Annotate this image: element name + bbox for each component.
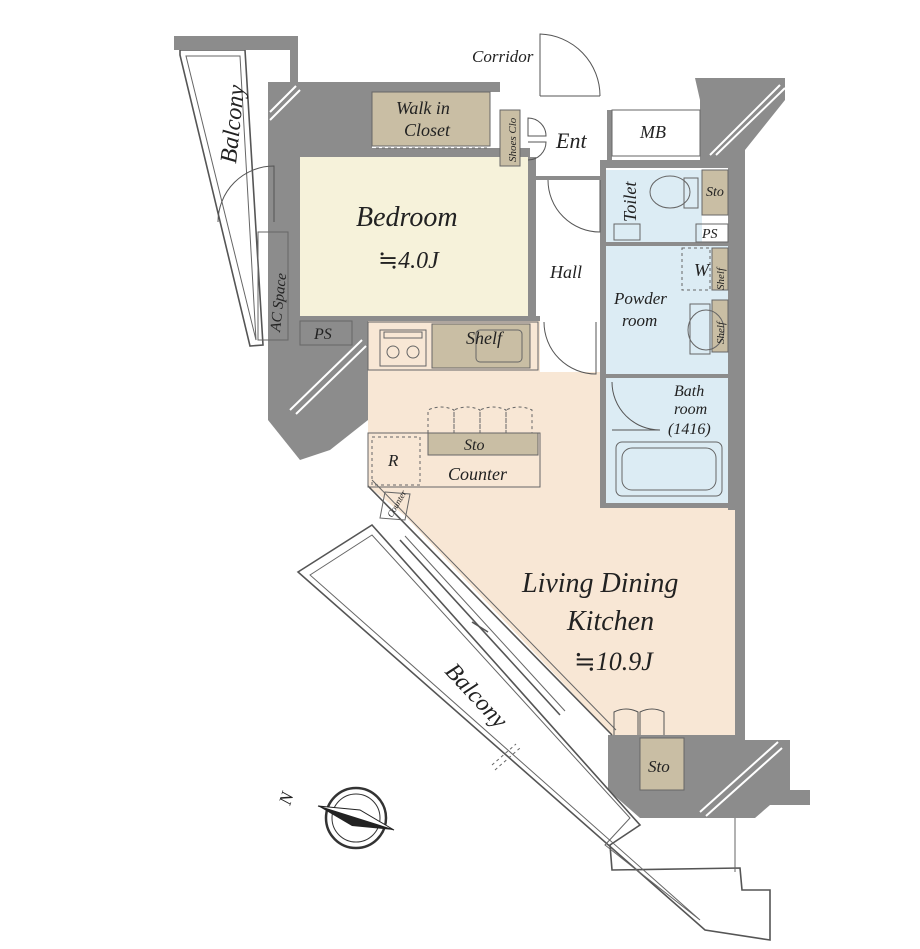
compass-north-label: N (274, 789, 297, 808)
ldk-label-2: Kitchen (566, 606, 654, 637)
toilet-ps-label: PS (701, 227, 718, 242)
wall-ent-bottom (536, 176, 600, 180)
wall-top-block (268, 82, 530, 320)
bedroom-size-label: ≒4.0J (378, 248, 440, 274)
walk-in-closet-label-2: Closet (404, 120, 451, 140)
entrance-label: Ent (555, 128, 587, 153)
refrigerator-space (371, 436, 421, 486)
wall-bedroom-bottom (300, 316, 540, 321)
ldk-size-label: ≒10.9J (574, 647, 654, 676)
wall-right-top (695, 78, 785, 160)
kitchen-sink (475, 329, 523, 363)
bedroom-label: Bedroom (356, 202, 458, 233)
toilet-label: Toilet (620, 181, 640, 222)
wall-bottom-right (608, 735, 810, 818)
compass (317, 786, 395, 850)
kitchen-counter-top (367, 321, 539, 371)
ldk-sto-label: Sto (648, 757, 670, 776)
powder-room-label-1: Powder (613, 289, 667, 308)
wall-right (735, 150, 745, 745)
wall-left-column (268, 320, 300, 430)
wall-mb-left (607, 110, 612, 162)
bathtub (615, 441, 723, 497)
doors (217, 33, 665, 735)
stove (379, 329, 427, 367)
walk-in-closet-label-1: Walk in (396, 98, 450, 118)
storage (371, 91, 729, 791)
powder-room-label-2: room (622, 311, 657, 330)
ps-left-label: PS (313, 326, 332, 343)
shoes-closet (499, 109, 521, 167)
bottom-balcony-inner (309, 534, 701, 921)
ps-box-left (299, 320, 353, 346)
kitchen-shelf (431, 323, 531, 369)
bedroom-floor (300, 157, 528, 317)
powder-shelf-top (711, 247, 729, 291)
bathroom-floor (606, 378, 728, 503)
wall-top-mid (290, 82, 300, 320)
bottom-balcony-outline (296, 523, 771, 941)
bathroom-label-1: Bath (674, 383, 704, 400)
washer-label: W (694, 260, 711, 280)
counter-sto-label: Sto (464, 437, 484, 454)
wall-bath-bottom (600, 503, 735, 508)
ldk-label-1: Living Dining (521, 568, 678, 599)
ldk-floor (368, 320, 735, 735)
wall-top-left (174, 36, 298, 96)
bathroom-label-3: (1416) (668, 421, 711, 438)
toilet-storage (701, 169, 729, 216)
toilet-sto-label: Sto (706, 185, 724, 200)
ac-space-label: AC Space (268, 272, 290, 333)
walls (174, 36, 810, 818)
top-balcony-inner (185, 55, 257, 341)
small-counter (379, 491, 411, 521)
walk-in-closet (371, 91, 491, 147)
wall-wet-right (728, 160, 735, 510)
kitchen-shelf-label: Shelf (466, 328, 505, 348)
corridor-label: Corridor (472, 47, 534, 66)
labels: Corridor Balcony Walk in Closet Shoes Cl… (216, 47, 727, 808)
bathroom-label-2: room (674, 401, 707, 418)
wall-powder-top (606, 242, 728, 246)
hall-label: Hall (549, 262, 582, 282)
powder-shelf-bottom-label: Shelf (715, 320, 727, 344)
counter-label: Counter (448, 464, 508, 484)
wall-top-closet (372, 82, 500, 92)
ldk-storage (639, 737, 685, 791)
wall-hall-right (600, 160, 606, 508)
ac-space-box (257, 231, 289, 341)
wall-bath-top (606, 374, 728, 378)
mb-box (611, 109, 701, 157)
mb-label: MB (639, 122, 666, 142)
wall-toilet-top (600, 160, 735, 168)
ps-box-toilet (695, 223, 729, 243)
powder-shelf-top-label: Shelf (715, 266, 727, 290)
wall-bedroom-right (528, 157, 536, 320)
refrigerator-label: R (387, 451, 399, 470)
shoes-closet-label: Shoes Clo (507, 117, 519, 162)
